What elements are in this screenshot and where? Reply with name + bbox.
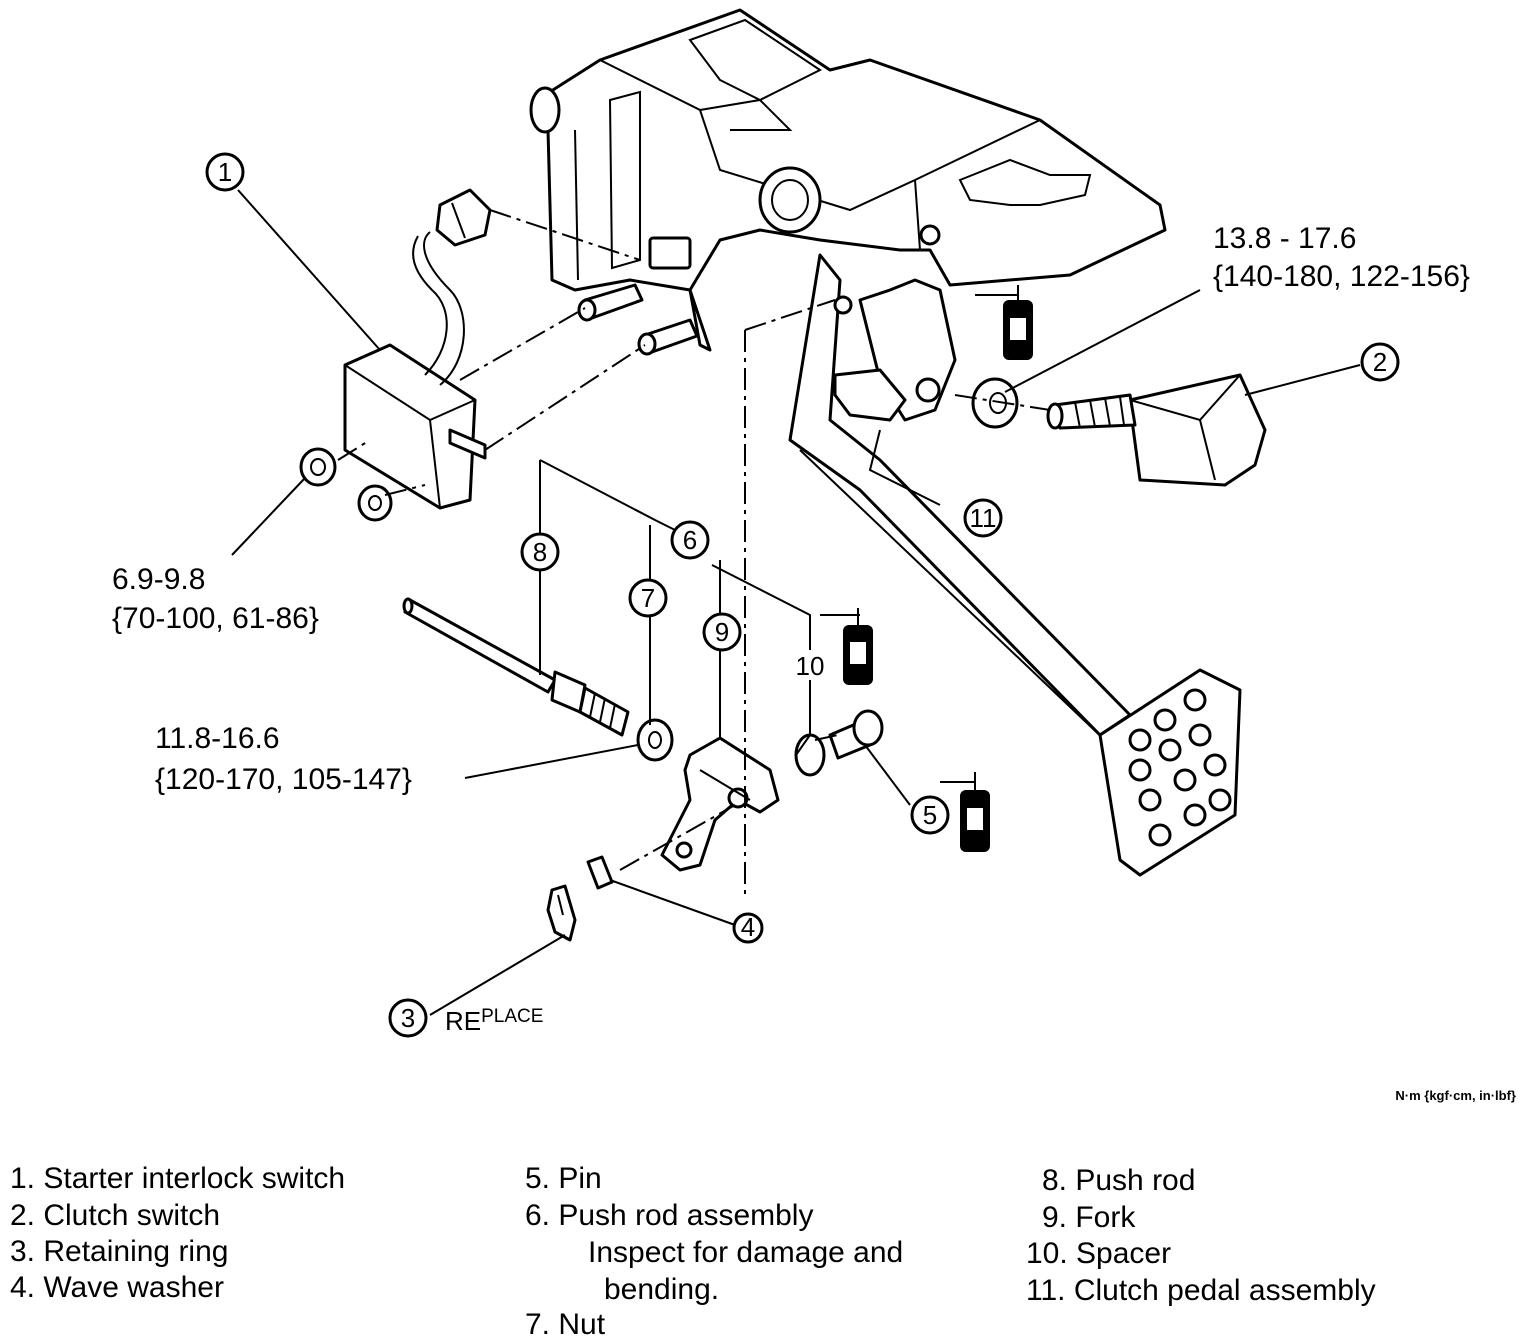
legend-item: 2. Clutch switch [10, 1199, 220, 1232]
callout-1: 1 [205, 152, 245, 192]
svg-text:4: 4 [741, 912, 755, 942]
legend-item: 9. Fork [1042, 1201, 1136, 1234]
svg-text:{70-100, 61-86}: {70-100, 61-86} [112, 602, 319, 635]
svg-text:2: 2 [1373, 347, 1387, 377]
callout-8: 8 [520, 532, 560, 572]
grease-icon [940, 772, 990, 852]
parts-legend: 1. Starter interlock switch 2. Clutch sw… [10, 1162, 1376, 1341]
retaining-ring [546, 884, 577, 942]
svg-text:11: 11 [970, 503, 997, 533]
legend-item: 3. Retaining ring [10, 1235, 228, 1268]
svg-text:6: 6 [683, 525, 697, 555]
svg-text:{140-180, 122-156}: {140-180, 122-156} [1213, 260, 1470, 293]
legend-item: Inspect for damage and [588, 1236, 903, 1269]
grease-icon [820, 608, 873, 685]
callout-4: 4 [732, 912, 764, 944]
svg-text:1: 1 [218, 157, 232, 187]
clutch-switch [1046, 373, 1267, 487]
legend-item: 8. Push rod [1042, 1164, 1195, 1197]
torque-spec-interlock-switch: 6.9-9.8 {70-100, 61-86} [112, 563, 319, 635]
pedal-pad-studs [1128, 688, 1232, 847]
callout-10: 10 [796, 651, 825, 681]
legend-item: 10. Spacer [1026, 1237, 1171, 1270]
pedal-bracket [529, 8, 1167, 356]
grease-icon [975, 285, 1033, 360]
legend-item: bending. [604, 1273, 719, 1306]
replace-note: REPLACE [445, 1006, 543, 1036]
callout-11: 11 [963, 498, 1003, 538]
legend-item: 5. Pin [525, 1162, 602, 1195]
callout-9: 9 [702, 612, 742, 652]
legend-item: 7. Nut [525, 1308, 606, 1341]
switch-nut-lower [357, 484, 393, 522]
legend-item: 4. Wave washer [10, 1271, 224, 1304]
leader-lines [231, 189, 1361, 1016]
callout-7: 7 [628, 578, 668, 618]
torque-spec-push-rod-nut: 11.8-16.6 {120-170, 105-147} [155, 722, 412, 796]
callout-2: 2 [1360, 342, 1400, 382]
callout-5: 5 [910, 795, 950, 835]
svg-text:3: 3 [401, 1003, 415, 1033]
assembly-lines [337, 209, 1051, 900]
push-rod [402, 597, 630, 737]
fork [660, 736, 780, 872]
svg-text:5: 5 [923, 800, 937, 830]
svg-text:10: 10 [796, 651, 825, 681]
svg-text:9: 9 [715, 617, 729, 647]
switch-nut-upper [299, 447, 337, 487]
callout-3: 3 [388, 998, 428, 1038]
starter-interlock-switch [343, 188, 492, 510]
svg-text:11.8-16.6: 11.8-16.6 [155, 722, 280, 755]
wave-washer [586, 855, 614, 890]
legend-item: 11. Clutch pedal assembly [1026, 1274, 1376, 1307]
svg-text:7: 7 [641, 583, 655, 613]
svg-text:8: 8 [533, 537, 547, 567]
pin [828, 709, 884, 760]
svg-text:13.8 - 17.6: 13.8 - 17.6 [1213, 222, 1356, 255]
push-rod-nut [636, 718, 674, 762]
torque-spec-clutch-switch: 13.8 - 17.6 {140-180, 122-156} [1213, 222, 1470, 293]
legend-item: 1. Starter interlock switch [10, 1162, 345, 1195]
callout-6: 6 [670, 520, 710, 560]
units-label: N·m {kgf·cm, in·lbf} [1395, 1088, 1516, 1103]
svg-text:{120-170, 105-147}: {120-170, 105-147} [155, 763, 412, 796]
spacer [794, 733, 826, 777]
legend-item: 6. Push rod assembly [525, 1199, 813, 1232]
svg-text:6.9-9.8: 6.9-9.8 [112, 563, 205, 596]
